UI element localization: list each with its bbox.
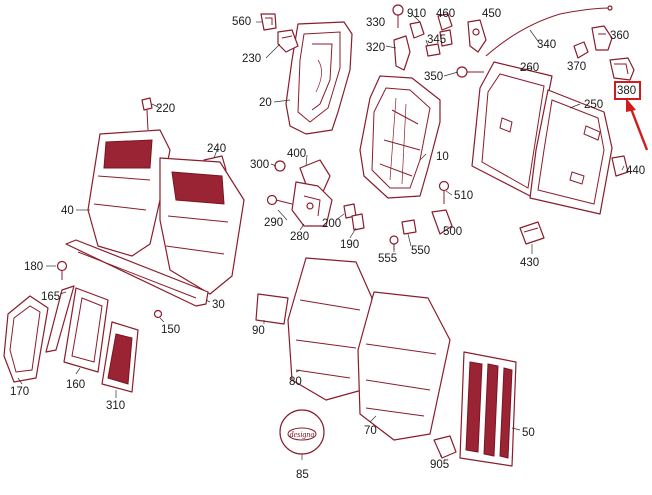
part-190-clip[interactable]: [351, 213, 365, 231]
callout-85: 85: [296, 469, 309, 481]
callout-560: 560: [232, 16, 251, 28]
part-70-seat-cover-right[interactable]: [357, 291, 451, 441]
part-300-washer[interactable]: [274, 160, 286, 172]
callout-90: 90: [252, 325, 265, 337]
part-905-clip[interactable]: [433, 435, 457, 459]
part-30-seat-base[interactable]: [65, 239, 209, 307]
part-910-clip[interactable]: [409, 21, 425, 39]
part-310-armrest-frame[interactable]: [101, 321, 139, 393]
part-90-pad[interactable]: [255, 293, 289, 325]
part-290-pin[interactable]: [266, 194, 293, 206]
part-510-screw[interactable]: [438, 180, 450, 205]
leader-lines: [17, 13, 625, 460]
callout-190: 190: [340, 239, 359, 251]
part-280-bracket[interactable]: [291, 181, 333, 227]
callout-300: 300: [250, 159, 269, 171]
part-500-bracket[interactable]: [431, 209, 453, 235]
part-370-cap[interactable]: [573, 41, 589, 59]
callout-150: 150: [161, 324, 180, 336]
callout-550: 550: [411, 245, 430, 257]
callout-360: 360: [610, 30, 629, 42]
part-430-handle[interactable]: [519, 221, 545, 245]
callout-30: 30: [212, 299, 225, 311]
part-345-clip[interactable]: [425, 43, 441, 57]
callout-290: 290: [264, 217, 283, 229]
callout-340: 340: [537, 39, 556, 51]
part-350-screw[interactable]: [456, 66, 484, 78]
part-460-latch[interactable]: [437, 13, 453, 47]
part-560-clip[interactable]: [260, 13, 277, 31]
callout-250: 250: [584, 99, 603, 111]
part-10-right-backrest-frame[interactable]: [359, 75, 441, 199]
callout-80: 80: [289, 376, 302, 388]
part-40-backrest-cushion[interactable]: [87, 129, 245, 295]
callout-345: 345: [427, 34, 446, 46]
callout-910: 910: [407, 8, 426, 20]
part-80-seat-cover-left[interactable]: [287, 257, 373, 401]
callout-260: 260: [520, 62, 539, 74]
callout-350: 350: [424, 71, 443, 83]
part-450-lock[interactable]: [467, 19, 487, 53]
callout-370: 370: [567, 61, 586, 73]
part-170-side-panel[interactable]: [3, 295, 49, 383]
part-50-heating-mat[interactable]: [459, 351, 517, 467]
callout-460: 460: [436, 8, 455, 20]
highlight-arrow: [626, 98, 649, 151]
callout-430: 430: [520, 257, 539, 269]
callout-10: 10: [436, 151, 449, 163]
part-85-designo-badge[interactable]: designo: [279, 409, 325, 455]
callout-40: 40: [61, 205, 74, 217]
callout-220: 220: [156, 103, 175, 115]
callout-240: 240: [207, 143, 226, 155]
callout-50: 50: [522, 427, 535, 439]
badge-text: designo: [290, 430, 315, 439]
callout-230: 230: [242, 53, 261, 65]
part-360-release-handle[interactable]: [591, 25, 613, 51]
callout-440: 440: [626, 165, 645, 177]
part-250-rear-panel-right[interactable]: [529, 89, 613, 215]
part-220-pin[interactable]: [141, 97, 153, 131]
part-440-clip[interactable]: [611, 155, 629, 177]
callout-905: 905: [430, 459, 449, 471]
part-180-screw[interactable]: [56, 260, 68, 281]
callout-555: 555: [378, 253, 397, 265]
callout-20: 20: [259, 97, 272, 109]
callout-310: 310: [106, 400, 125, 412]
callout-labels: 560 230 20 910 460 450 330 320 345 350 3…: [10, 8, 645, 481]
callout-280: 280: [290, 231, 309, 243]
part-380-cover[interactable]: [609, 57, 635, 81]
callout-170: 170: [10, 386, 29, 398]
part-150-screw[interactable]: [153, 309, 163, 319]
part-165-strip[interactable]: [45, 285, 75, 353]
part-320-bracket[interactable]: [393, 35, 411, 71]
callout-320: 320: [366, 42, 385, 54]
callout-165: 165: [41, 291, 60, 303]
part-260-rear-panel-left[interactable]: [471, 61, 553, 199]
callout-160: 160: [66, 379, 85, 391]
callout-380: 380: [617, 85, 636, 97]
highlight-box-380: [614, 81, 641, 100]
part-330-bolt[interactable]: [392, 4, 404, 28]
part-340-release-cable[interactable]: [485, 5, 613, 57]
callout-70: 70: [364, 425, 377, 437]
part-230-bracket[interactable]: [277, 29, 299, 53]
part-555-screw[interactable]: [389, 235, 399, 250]
callout-330: 330: [366, 17, 385, 29]
callout-400: 400: [287, 148, 306, 160]
callout-450: 450: [482, 8, 501, 20]
callout-510: 510: [454, 190, 473, 202]
callout-500: 500: [443, 226, 462, 238]
callout-180: 180: [24, 261, 43, 273]
part-160-frame-bracket[interactable]: [63, 287, 109, 373]
part-20-left-backrest-frame[interactable]: [285, 21, 353, 135]
callout-200: 200: [322, 218, 341, 230]
part-550-bolt[interactable]: [401, 219, 417, 235]
